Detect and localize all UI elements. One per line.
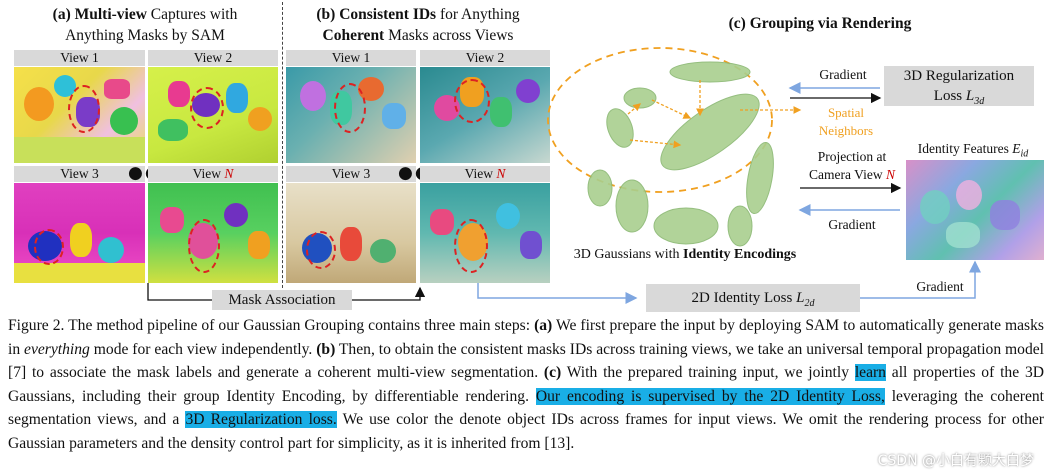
- red-dashed-circle: [188, 219, 220, 273]
- red-dashed-circle: [454, 219, 488, 273]
- view-n-label: View N: [420, 166, 550, 182]
- view-1-coherent-image: [286, 67, 416, 163]
- gaussian-ellipsoids: [547, 47, 802, 247]
- panel-divider: [282, 2, 283, 288]
- red-dashed-circle: [334, 83, 366, 133]
- red-dashed-circle: [306, 231, 336, 269]
- view-1-label: View 1: [14, 50, 145, 66]
- red-dashed-circle: [190, 87, 224, 129]
- view-2-label: View 2: [420, 50, 550, 66]
- identity-loss-box: 2D Identity Loss L2d: [646, 284, 860, 312]
- highlight-identity-loss: Our encoding is supervised by the 2D Ide…: [535, 387, 885, 405]
- highlight-learn: learn: [854, 364, 886, 381]
- view-3-label: View 3: [286, 166, 416, 182]
- panel-b-title: (b) Consistent IDs for Anything Coherent…: [316, 6, 520, 44]
- identity-features-image: [906, 160, 1044, 260]
- panel-a-title: (a) Multi-view Captures with Anything Ma…: [52, 6, 238, 44]
- regularization-loss-box: 3D Regularization Loss L3d: [884, 66, 1034, 107]
- figure-caption: Figure 2. The method pipeline of our Gau…: [8, 317, 1045, 452]
- view-1-label: View 1: [286, 50, 416, 66]
- view-1-sam-image: [14, 67, 145, 163]
- view-n-label: View N: [148, 166, 278, 182]
- view-2-label: View 2: [148, 50, 278, 66]
- gradient-top-label: Gradient: [819, 67, 867, 82]
- view-2-coherent-image: [420, 67, 550, 163]
- gradient-bottom-label: Gradient: [916, 279, 964, 294]
- watermark: CSDN @小白有颗大白梦: [877, 453, 1034, 469]
- red-dashed-circle: [34, 229, 64, 265]
- mask-association-box: Mask Association: [212, 290, 352, 310]
- diagram-connectors: [147, 47, 981, 304]
- identity-features-label: Identity Features Eid: [917, 141, 1029, 160]
- highlight-regularization-loss: 3D Regularization loss.: [185, 411, 337, 428]
- red-dashed-circle: [454, 79, 490, 123]
- red-dashed-circle: [68, 85, 100, 133]
- panel-c-title: (c) Grouping via Rendering: [728, 15, 912, 32]
- view-3-coherent-image: [286, 183, 416, 283]
- view-3-sam-image: [14, 183, 145, 283]
- gaussians-label: 3D Gaussians with Identity Encodings: [573, 247, 797, 262]
- view-2-sam-image: [148, 67, 278, 163]
- gradient-mid-label: Gradient: [828, 217, 876, 232]
- view-n-coherent-image: [420, 183, 550, 283]
- view-3-label: View 3: [14, 166, 145, 182]
- view-n-sam-image: [148, 183, 278, 283]
